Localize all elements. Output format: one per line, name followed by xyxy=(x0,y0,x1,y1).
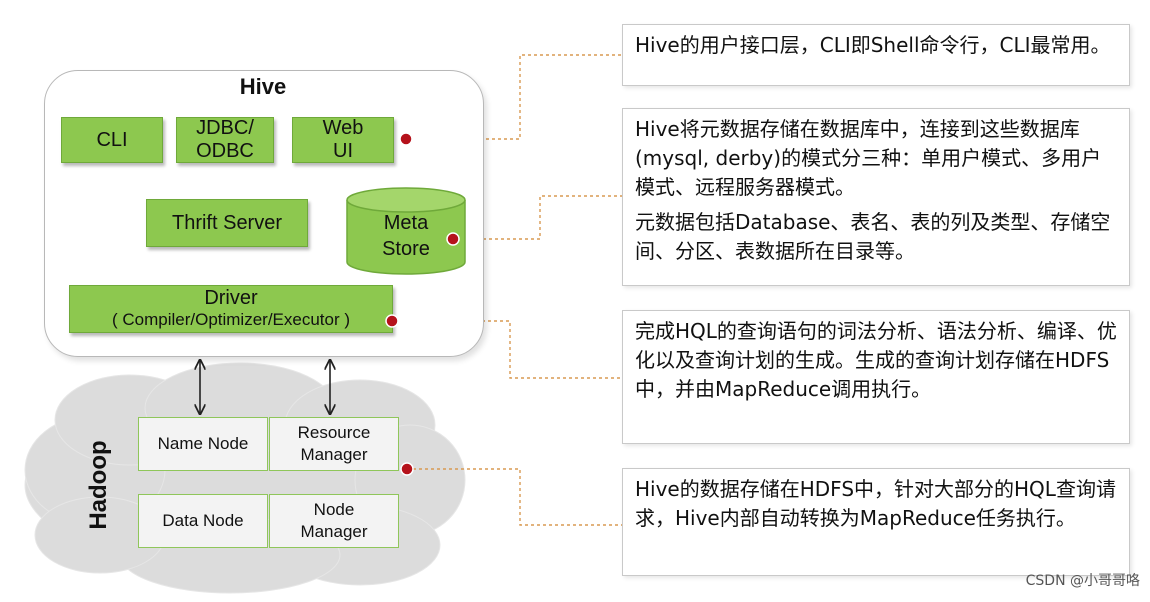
webui-box: Web UI xyxy=(292,117,394,163)
marker-hadoop xyxy=(400,462,414,476)
hive-title: Hive xyxy=(239,74,287,99)
marker-driver xyxy=(385,314,399,328)
marker-webui xyxy=(399,132,413,146)
note-driver: 完成HQL的查询语句的词法分析、语法分析、编译、优化以及查询计划的生成。生成的查… xyxy=(622,310,1130,444)
resource-manager-line1: Resource xyxy=(297,423,371,442)
node-manager-line2: Manager xyxy=(300,522,368,541)
resource-manager-line2: Manager xyxy=(300,445,368,464)
name-node-label: Name Node xyxy=(157,434,249,453)
note-hadoop: Hive的数据存储在HDFS中，针对大部分的HQL查询请求，Hive内部自动转换… xyxy=(622,468,1130,576)
connector-hadoop-note4 xyxy=(407,468,622,526)
metastore-label: Meta Store xyxy=(345,210,467,262)
node-manager-line1: Node xyxy=(313,500,355,519)
connector-driver-note3 xyxy=(392,320,622,379)
csdn-watermark: CSDN @小哥哥咯 xyxy=(1025,573,1140,589)
note-metastore-text-1: Hive将元数据存储在数据库中，连接到这些数据库(mysql, derby)的模… xyxy=(635,117,1102,199)
cli-box: CLI xyxy=(61,117,163,163)
driver-label-line2: ( Compiler/Optimizer/Executor ) xyxy=(111,310,351,329)
note-user-interface-text: Hive的用户接口层，CLI即Shell命令行，CLI最常用。 xyxy=(635,33,1111,57)
marker-metastore xyxy=(446,232,460,246)
connector-metastore-note2 xyxy=(453,195,622,240)
thrift-server-box: Thrift Server xyxy=(146,199,308,247)
webui-label-line2: UI xyxy=(333,140,353,162)
jdbc-odbc-box: JDBC/ ODBC xyxy=(176,117,274,163)
data-node-box: Data Node xyxy=(138,494,268,548)
note-user-interface: Hive的用户接口层，CLI即Shell命令行，CLI最常用。 xyxy=(622,24,1130,86)
name-node-box: Name Node xyxy=(138,417,268,471)
hadoop-label: Hadoop xyxy=(85,440,112,530)
note-metastore-text-2: 元数据包括Database、表名、表的列及类型、存储空间、分区、表数据所在目录等… xyxy=(635,210,1111,263)
note-driver-text: 完成HQL的查询语句的词法分析、语法分析、编译、优化以及查询计划的生成。生成的查… xyxy=(635,319,1117,401)
note-hadoop-text: Hive的数据存储在HDFS中，针对大部分的HQL查询请求，Hive内部自动转换… xyxy=(635,477,1116,530)
driver-box: Driver ( Compiler/Optimizer/Executor ) xyxy=(69,285,393,333)
resource-manager-box: Resource Manager xyxy=(269,417,399,471)
data-node-label: Data Node xyxy=(162,511,244,530)
webui-label-line1: Web xyxy=(322,117,364,139)
driver-label-line1: Driver xyxy=(204,287,258,309)
note-metastore: Hive将元数据存储在数据库中，连接到这些数据库(mysql, derby)的模… xyxy=(622,108,1130,286)
metastore-label-line2: Store xyxy=(382,238,430,260)
thrift-server-label: Thrift Server xyxy=(171,211,283,234)
cli-label: CLI xyxy=(96,128,128,151)
node-manager-box: Node Manager xyxy=(269,494,399,548)
jdbc-label-line1: JDBC/ xyxy=(196,117,254,139)
metastore-cylinder xyxy=(346,187,466,275)
metastore-label-line1: Meta xyxy=(383,212,429,234)
jdbc-label-line2: ODBC xyxy=(196,140,254,162)
